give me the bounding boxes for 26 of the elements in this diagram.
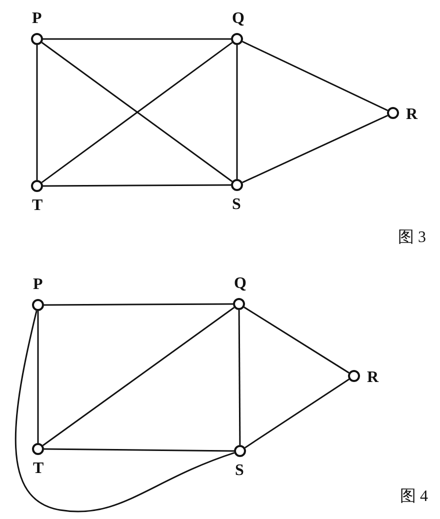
graph-edge <box>244 378 350 448</box>
graph-edge <box>238 310 241 445</box>
graph-edge <box>15 310 235 512</box>
graph-edge <box>43 38 231 40</box>
graph-edge <box>36 45 38 180</box>
vertex-label: S <box>235 463 244 479</box>
vertex-label: S <box>232 197 241 213</box>
graph-edge <box>44 448 234 452</box>
figure-number: 图 4 <box>400 488 428 506</box>
graph-edge <box>43 184 231 187</box>
vertex-label: R <box>406 107 418 123</box>
vertex-label: T <box>33 461 44 477</box>
graph-edge <box>44 303 233 306</box>
vertex-label: T <box>32 198 43 214</box>
vertex-label: Q <box>234 276 246 292</box>
vertex-label: R <box>367 370 379 386</box>
graph-edge <box>236 45 238 179</box>
graph-edge <box>244 306 350 374</box>
graph-edge <box>242 114 388 184</box>
graph-edge <box>42 306 235 446</box>
figure-number: 图 3 <box>398 229 426 247</box>
graph-edge <box>37 311 39 443</box>
vertex-label: P <box>32 11 42 27</box>
graph-edge <box>242 40 388 112</box>
vertex-label: Q <box>232 11 244 27</box>
vertex-label: P <box>33 277 43 293</box>
